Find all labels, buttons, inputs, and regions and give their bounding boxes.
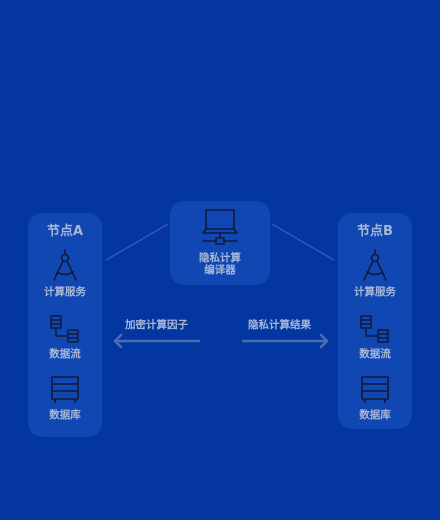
data-flow-icon (360, 315, 389, 343)
computer-network-icon (202, 209, 238, 245)
data-flow-icon (50, 315, 79, 343)
compiler-label-line1: 隐私计算 (199, 252, 241, 264)
node-a-compute-service: 计算服务 (28, 249, 102, 299)
compiler-label-line2: 编译器 (204, 264, 236, 276)
node-b-panel: 节点B 计算服务 数据流 数据库 (338, 213, 412, 429)
encrypted-factor-label: 加密计算因子 (125, 319, 188, 331)
connector-right (271, 223, 335, 261)
node-b-database-label: 数据库 (359, 409, 391, 421)
node-b-data-flow: 数据流 (338, 315, 412, 361)
connector-left (105, 223, 169, 261)
database-icon (361, 376, 389, 403)
node-b-compute-label: 计算服务 (354, 286, 396, 298)
database-icon (51, 376, 79, 403)
node-b-data-flow-label: 数据流 (359, 348, 391, 360)
node-b-database: 数据库 (338, 376, 412, 422)
arrow-right (241, 333, 329, 349)
node-a-panel: 节点A 计算服务 数据流 数据库 (28, 213, 102, 437)
node-b-compute-service: 计算服务 (338, 249, 412, 299)
compass-icon (363, 249, 387, 281)
compass-icon (53, 249, 77, 281)
compiler-label: 隐私计算 编译器 (170, 252, 270, 276)
node-b-title: 节点B (357, 224, 393, 239)
node-a-compute-label: 计算服务 (44, 286, 86, 298)
node-a-database-label: 数据库 (49, 409, 81, 421)
node-a-title: 节点A (46, 224, 84, 239)
node-a-data-flow: 数据流 (28, 315, 102, 361)
compiler-panel: 隐私计算 编译器 (170, 201, 270, 285)
arrow-left (113, 333, 201, 349)
privacy-result-label: 隐私计算结果 (248, 319, 311, 331)
node-a-data-flow-label: 数据流 (49, 348, 81, 360)
node-a-database: 数据库 (28, 376, 102, 422)
